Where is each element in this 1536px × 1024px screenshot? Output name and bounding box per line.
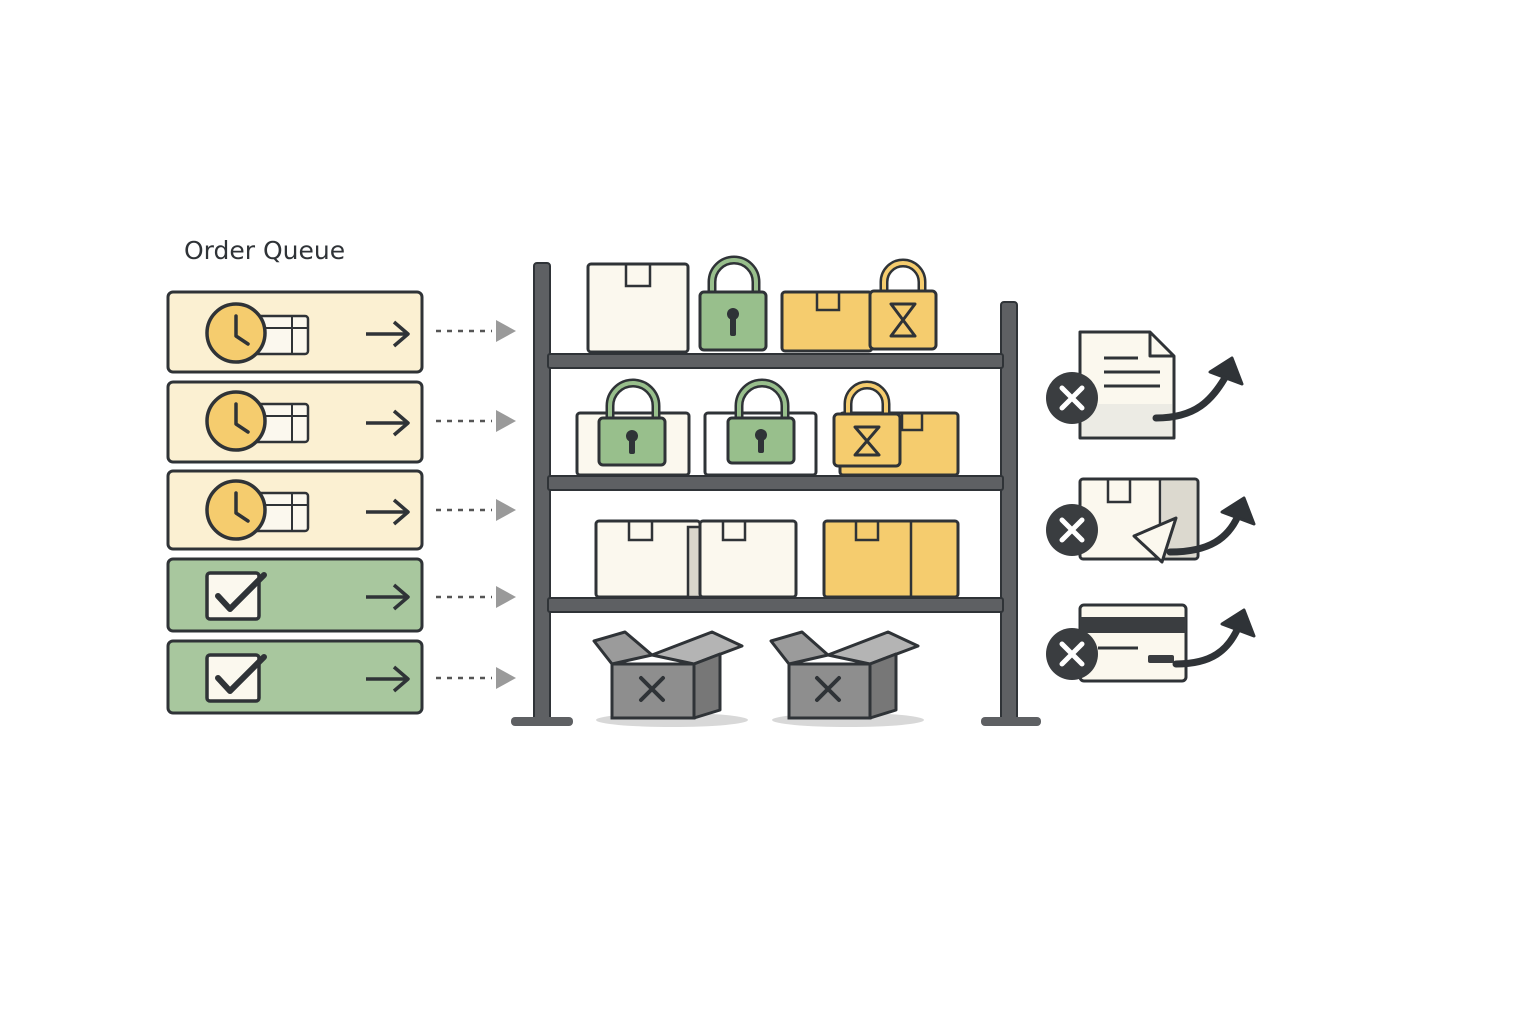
dotted-arrow	[436, 410, 516, 432]
warehouse-shelf	[511, 255, 1041, 727]
right-arrow-icon	[366, 665, 410, 693]
pending-box	[780, 290, 874, 353]
box-icon	[250, 402, 310, 444]
order-queue-title: Order Queue	[184, 236, 346, 265]
pending-locked-box	[832, 380, 960, 477]
dotted-arrow	[436, 320, 516, 342]
queue-row-pending[interactable]	[166, 380, 424, 464]
checkbox-icon	[205, 571, 267, 621]
right-arrow-icon	[366, 320, 410, 348]
shelf-board	[547, 353, 1004, 369]
failed-payment[interactable]	[1046, 603, 1256, 683]
checkbox-icon	[205, 653, 267, 703]
package-icon	[1078, 477, 1200, 564]
dotted-arrow	[436, 499, 516, 521]
queue-row-pending[interactable]	[166, 469, 424, 551]
cardboard-box	[686, 519, 798, 599]
locked-box	[575, 378, 691, 477]
curved-arrow-icon	[1152, 356, 1244, 422]
queue-row-confirmed[interactable]	[166, 557, 424, 633]
pending-box	[822, 519, 960, 599]
failed-document[interactable]	[1046, 330, 1244, 440]
shelf-foot-left	[511, 717, 573, 726]
rejected-box	[592, 630, 748, 727]
failure-list	[1046, 330, 1256, 683]
right-arrow-icon	[366, 498, 410, 526]
box-icon	[250, 314, 310, 356]
lock-icon	[698, 255, 768, 352]
curved-arrow-icon	[1172, 608, 1256, 668]
dotted-arrow	[436, 586, 516, 608]
clock-icon	[205, 479, 267, 541]
clock-icon	[205, 390, 267, 452]
shelf-board	[547, 475, 1004, 491]
cardboard-box	[586, 262, 690, 354]
rejected-box	[769, 630, 924, 727]
shelf-foot-right	[981, 717, 1041, 726]
cancel-icon	[1046, 504, 1098, 556]
right-arrow-icon	[366, 583, 410, 611]
hourglass-lock-icon	[868, 258, 938, 351]
failed-package[interactable]	[1046, 477, 1256, 564]
queue-row-confirmed[interactable]	[166, 639, 424, 715]
order-queue	[166, 290, 424, 715]
shelf-upright-left	[533, 262, 551, 724]
connectors	[436, 320, 516, 689]
credit-card-icon	[1078, 603, 1188, 683]
locked-box	[703, 378, 818, 477]
clock-icon	[205, 302, 267, 364]
cancel-icon	[1046, 372, 1098, 424]
queue-row-pending[interactable]	[166, 290, 424, 374]
curved-arrow-icon	[1166, 496, 1256, 556]
dotted-arrow	[436, 667, 516, 689]
cancel-icon	[1046, 628, 1098, 680]
shelf-board	[547, 597, 1004, 613]
right-arrow-icon	[366, 409, 410, 437]
cardboard-box	[594, 519, 702, 599]
